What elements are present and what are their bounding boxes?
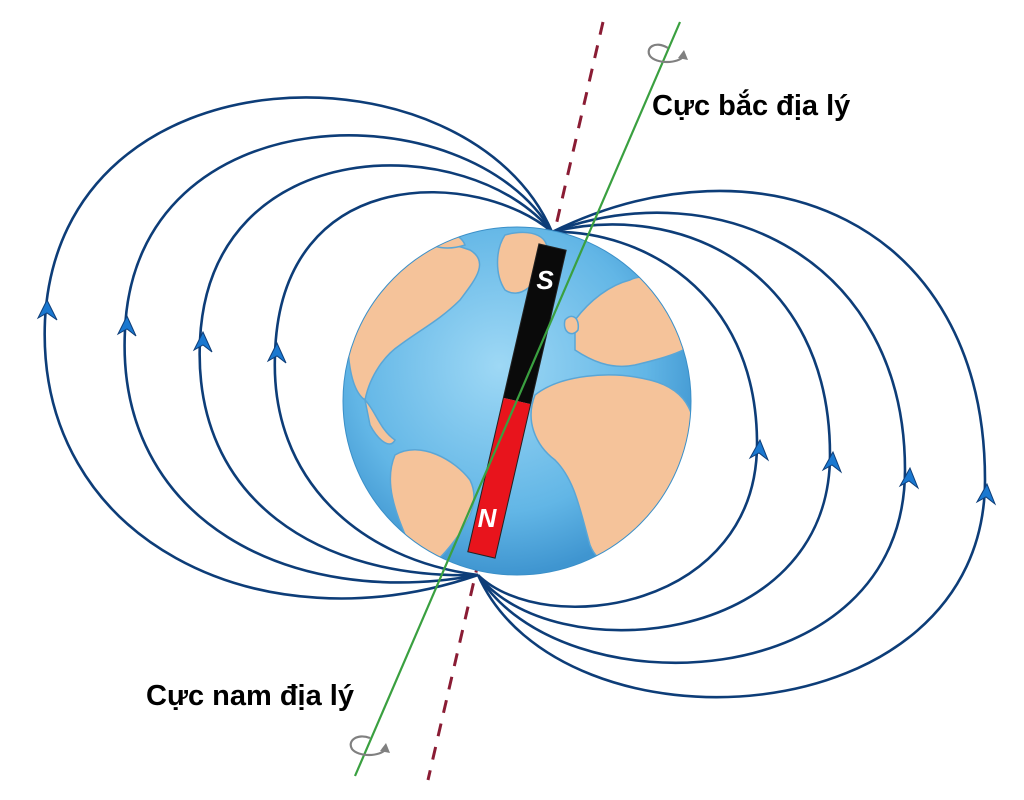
magnet-south-half [503,243,567,405]
magnet-north-half [467,397,531,559]
arrow-up-icon [898,466,920,490]
arrow-up-icon [821,450,843,474]
arrow-up-icon [748,438,770,462]
arrow-up-icon [266,341,287,364]
field-arrows-right [748,438,997,506]
south-geographic-pole-label: Cực nam địa lý [146,680,354,712]
magnet-south-label: S [536,265,554,295]
rotation-icon-top [647,43,688,64]
rotation-icon-bottom [349,735,390,757]
arrow-up-icon [116,314,137,337]
geographic-axis [353,21,682,777]
magnet-north-label: N [478,503,498,533]
arrow-up-icon [975,482,997,506]
arrow-up-icon [36,298,58,321]
bar-magnet [467,243,567,559]
north-geographic-pole-label: Cực bắc địa lý [652,90,851,122]
field-arrows-left [36,298,287,364]
arrow-up-icon [192,330,213,353]
